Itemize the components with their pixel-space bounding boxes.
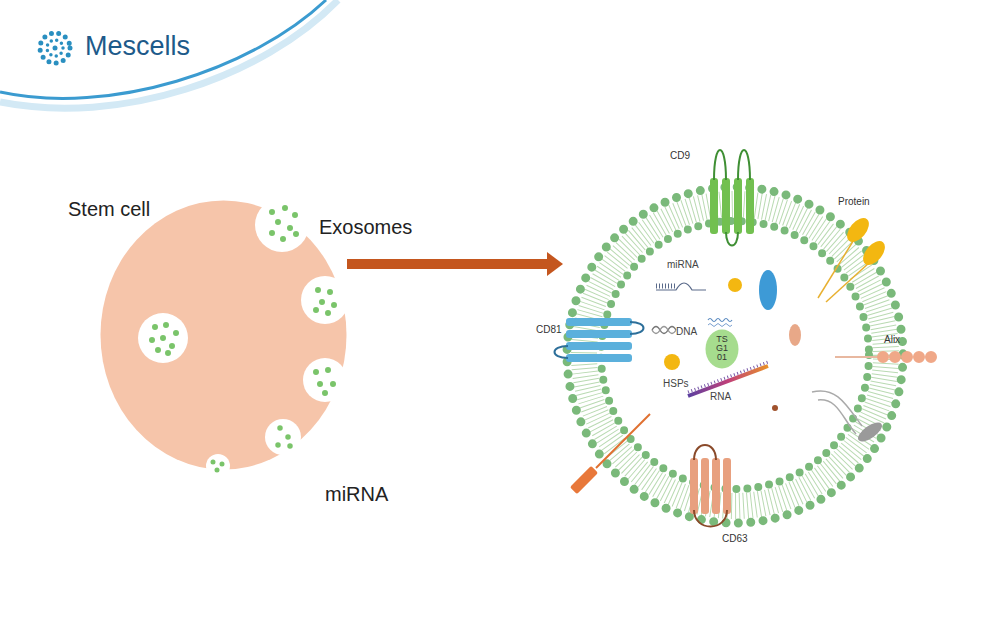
cargo-label: RNA [710,391,731,403]
tsg101-protein-outline [705,329,739,369]
hsp-protein [664,354,680,370]
cd9-helix [722,178,730,234]
protein-label: Alix [884,334,900,346]
protein-label: CD9 [670,150,690,162]
vesicle [138,313,188,363]
part-label: Exosomes [319,216,412,239]
exosome-shape [564,184,907,527]
inner-lipid-heads [601,221,869,489]
rna-strand [688,366,768,396]
vesicle [265,419,301,455]
cargo-label: miRNA [667,259,699,271]
cd81-helix [566,330,632,338]
cargo-protein [789,324,801,346]
cd9-loop [714,150,726,180]
cd81-helix [566,318,632,326]
part-label: miRNA [325,483,388,506]
flow-arrow [347,259,547,269]
cd81-helix [566,342,632,350]
receptor-stalk [596,414,650,468]
vesicle-cargo [278,428,290,446]
logo-arc-shadow [0,0,338,108]
rna-wave [708,319,732,322]
dna-strand [652,327,676,334]
cd9-helix [710,178,718,234]
vesicle [206,454,230,478]
tsg101-protein: TS G1 01 [705,329,739,369]
vesicle [303,358,347,402]
protein-label: CD63 [722,533,748,545]
cargo-protein [728,278,742,292]
vesicle [255,198,309,252]
gray-protein-stalk [812,391,862,426]
protein-stalk [826,262,870,302]
cd81-loop [630,322,644,334]
cd63-helix [701,458,709,514]
logo-icon-core [53,46,58,51]
logo-icon-inner [47,40,63,56]
mirna-bases [656,284,676,289]
dna-strand [652,327,676,334]
vesicle-cargo [152,325,176,353]
rna-bases [688,362,768,392]
alix-beads [883,351,931,363]
cd9-loop [726,232,738,246]
cd9-loop [738,150,750,180]
receptor-head [570,466,598,494]
mirna-hairpin [656,283,706,290]
protein-label: TS G1 01 [714,335,730,362]
cd63-helix [723,458,731,514]
logo-arc [0,0,326,98]
outer-lipid-heads [567,187,903,523]
lipid-tails [584,204,886,506]
gray-protein-stalk [818,400,856,434]
cargo-dot [772,405,778,411]
tsg101-protein-shape [706,330,739,369]
protein-label: Protein [838,196,870,208]
cd9-helix [734,178,742,234]
cd63-loop [694,445,716,460]
protein-label: CD81 [536,324,562,336]
vesicle-cargo [316,370,333,393]
cargo-protein [759,270,777,310]
stem-cell-shape [101,201,347,470]
cd81-loop [555,346,569,358]
vesicle [301,276,349,324]
brand-name: Mescells [85,31,190,62]
cargo-label: DNA [676,326,697,338]
cd63-helix [690,458,698,514]
alix-stalk [835,356,878,358]
vesicle-cargo [213,462,222,470]
cargo-label: HSPs [663,378,689,390]
cd63-loop [694,510,727,527]
cd63-helix [712,458,720,514]
cd9-helix [746,178,754,234]
exosome: miRNA DNA HSPsRNA TS G1 01 [563,183,907,527]
cell-title: Stem cell [68,198,150,221]
logo-icon-ring [40,33,70,63]
protein-domain [843,214,873,246]
vesicle-cargo [272,208,296,239]
vesicle-cargo [316,290,334,313]
stem-cell-outline [100,200,347,470]
gray-protein-head [855,419,885,445]
protein-domain [859,237,889,269]
protein-stalk [818,238,855,298]
cd81-helix [566,354,632,362]
rna-wave [708,324,732,327]
stem-cell: Stem cell [100,200,347,470]
exosome-outline [563,183,907,527]
